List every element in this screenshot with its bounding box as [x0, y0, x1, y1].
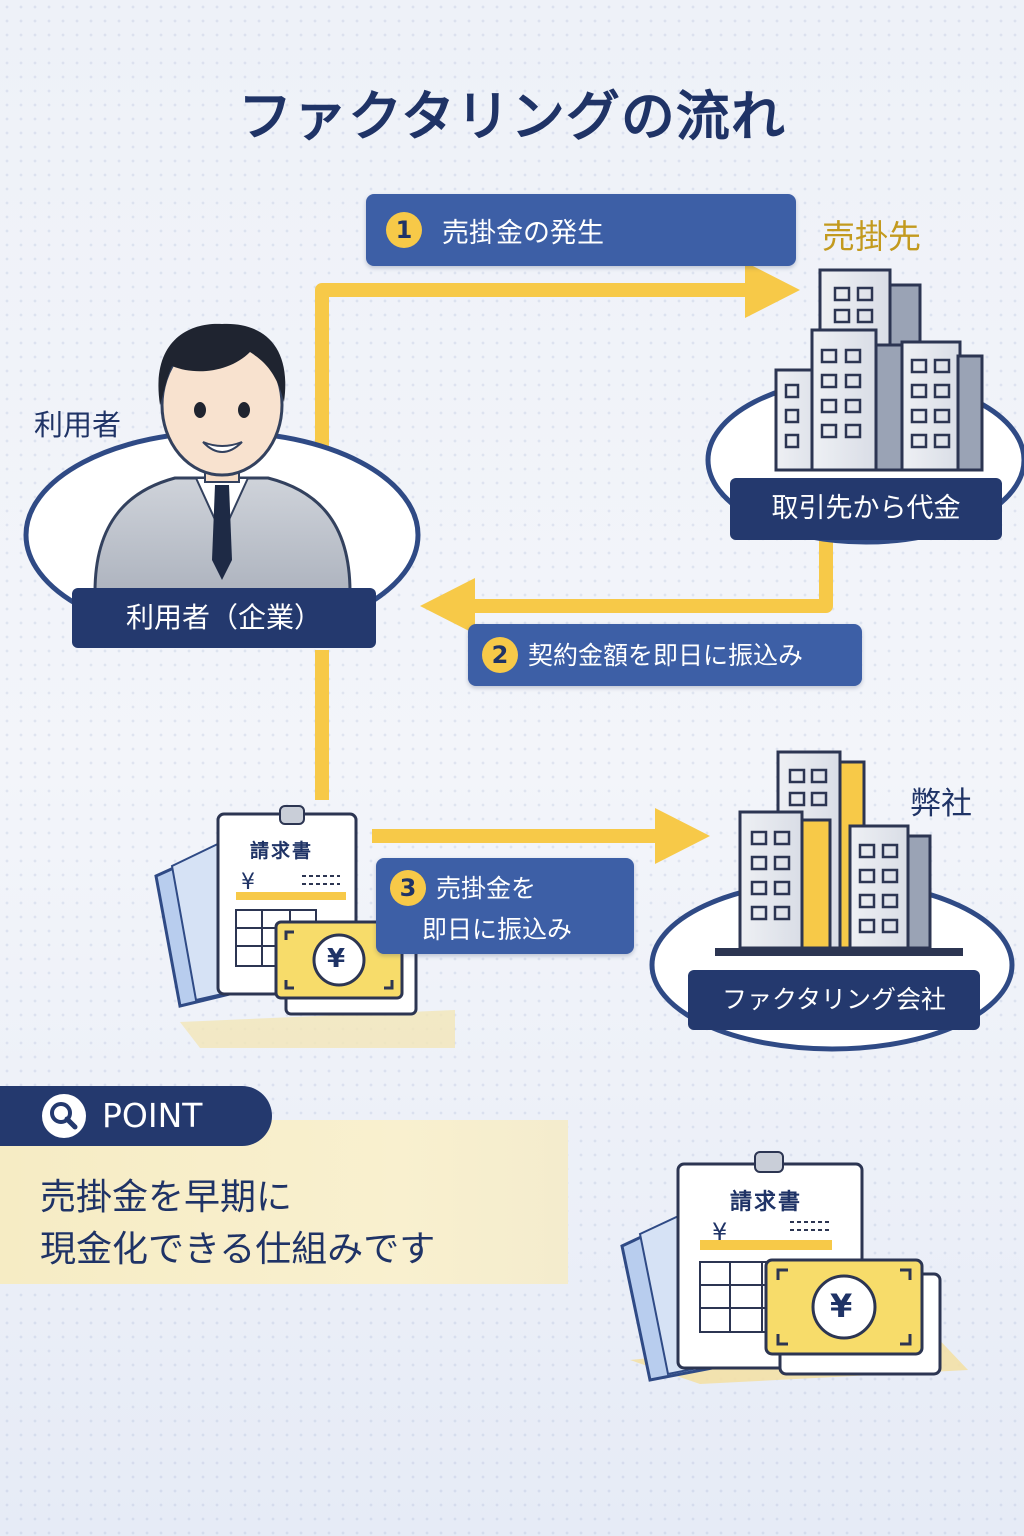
point-heading-bar: POINT [0, 1086, 272, 1146]
point-text-line1: 売掛金を早期に [40, 1177, 293, 1218]
yen-coin-symbol-bottom: ¥ [830, 1287, 853, 1325]
step1-pill: 1 売掛金の発生 [366, 194, 796, 266]
user-side-label: 利用者 [34, 408, 122, 442]
client-buildings-icon [774, 268, 984, 472]
yen-coin-symbol-top: ¥ [327, 944, 346, 974]
invoice-title-top: 請求書 [250, 840, 314, 862]
arrow-step1 [315, 283, 750, 470]
user-name-label: 利用者（企業） [72, 588, 376, 648]
step1-number-badge: 1 [386, 212, 422, 248]
step2-pill: 2 契約金額を即日に振込み [468, 624, 862, 686]
step3-pill: 3 売掛金を 即日に振込み [376, 858, 634, 954]
arrow-step2-head [420, 578, 475, 634]
company-side-label: 弊社 [910, 786, 972, 822]
invoice-illustration-bottom [620, 1151, 968, 1384]
page-title: ファクタリングの流れ [238, 85, 786, 148]
magnifier-icon [42, 1094, 86, 1138]
step3-label-line2: 即日に振込み [422, 915, 573, 944]
step3-label-line1: 売掛金を [436, 874, 537, 903]
step2-number-badge: 2 [482, 637, 518, 673]
arrow-step1-head [745, 262, 800, 318]
company-name-label: ファクタリング会社 [688, 970, 980, 1030]
step2-label: 契約金額を即日に振込み [528, 641, 804, 670]
point-box: 売掛金を早期に 現金化できる仕組みです [0, 1120, 568, 1284]
client-side-label: 売掛先 [822, 217, 921, 256]
client-name-label: 取引先から代金 [730, 478, 1002, 540]
step1-label: 売掛金の発生 [442, 218, 604, 249]
businessman-icon [93, 323, 352, 594]
point-text-line2: 現金化できる仕組みです [40, 1229, 436, 1270]
company-buildings-icon [715, 750, 963, 956]
invoice-title-bottom: 請求書 [730, 1190, 803, 1215]
arrow-step3-head [655, 808, 710, 864]
point-heading: POINT [102, 1096, 203, 1135]
flow-arrows [315, 262, 833, 864]
yen-symbol-top: ¥ [241, 870, 255, 895]
yen-symbol-bottom: ¥ [712, 1218, 728, 1246]
arrow-step2 [470, 540, 833, 613]
step3-number-badge: 3 [390, 870, 426, 906]
